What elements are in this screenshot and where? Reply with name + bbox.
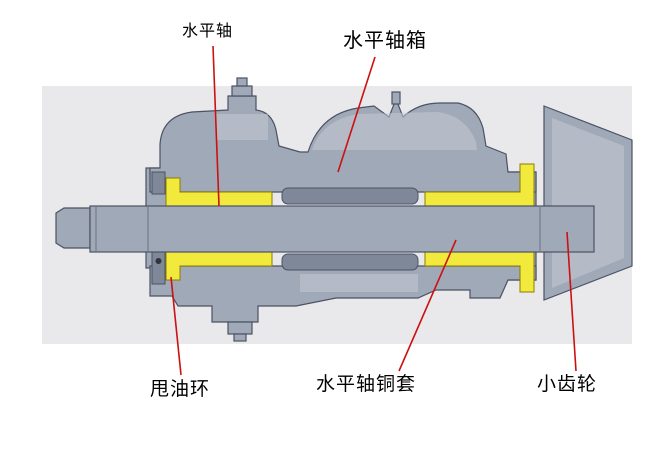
leader-line-horizontal-shaft-housing bbox=[337, 56, 376, 173]
top-fitting-pin bbox=[391, 91, 401, 105]
label-horizontal-shaft: 水平轴 bbox=[182, 21, 234, 40]
label-bronze-bushing: 水平轴铜套 bbox=[316, 373, 417, 395]
oil-slinger-upper bbox=[151, 171, 166, 195]
oil-slinger-lower bbox=[151, 249, 166, 285]
bore-gap-upper bbox=[281, 187, 419, 205]
leader-line-horizontal-shaft-bronze-bushing bbox=[398, 239, 457, 372]
bottom-bolt-head bbox=[233, 333, 247, 342]
label-pinion: 小齿轮 bbox=[537, 373, 598, 395]
housing-lower-section bbox=[149, 265, 537, 323]
top-bolt-base bbox=[231, 85, 253, 97]
housing-cap-highlight bbox=[216, 114, 268, 140]
leader-line-horizontal-shaft bbox=[212, 45, 220, 207]
shaft-left-stub bbox=[55, 207, 91, 249]
bore-gap-lower bbox=[281, 253, 419, 271]
label-horizontal-shaft-housing: 水平轴箱 bbox=[343, 28, 427, 52]
leader-line-pinion bbox=[566, 231, 577, 372]
label-oil-slinger-ring: 甩油环 bbox=[150, 378, 211, 400]
leader-lines bbox=[170, 45, 577, 376]
shaft-body bbox=[89, 205, 595, 253]
leader-line-oil-slinger-ring bbox=[170, 276, 182, 376]
bottom-bolt-base bbox=[227, 321, 253, 335]
top-bolt-head bbox=[236, 77, 248, 87]
housing-dome-highlight bbox=[312, 112, 477, 150]
housing-bottom-recess bbox=[300, 274, 418, 292]
oil-slinger-pin bbox=[155, 258, 162, 264]
